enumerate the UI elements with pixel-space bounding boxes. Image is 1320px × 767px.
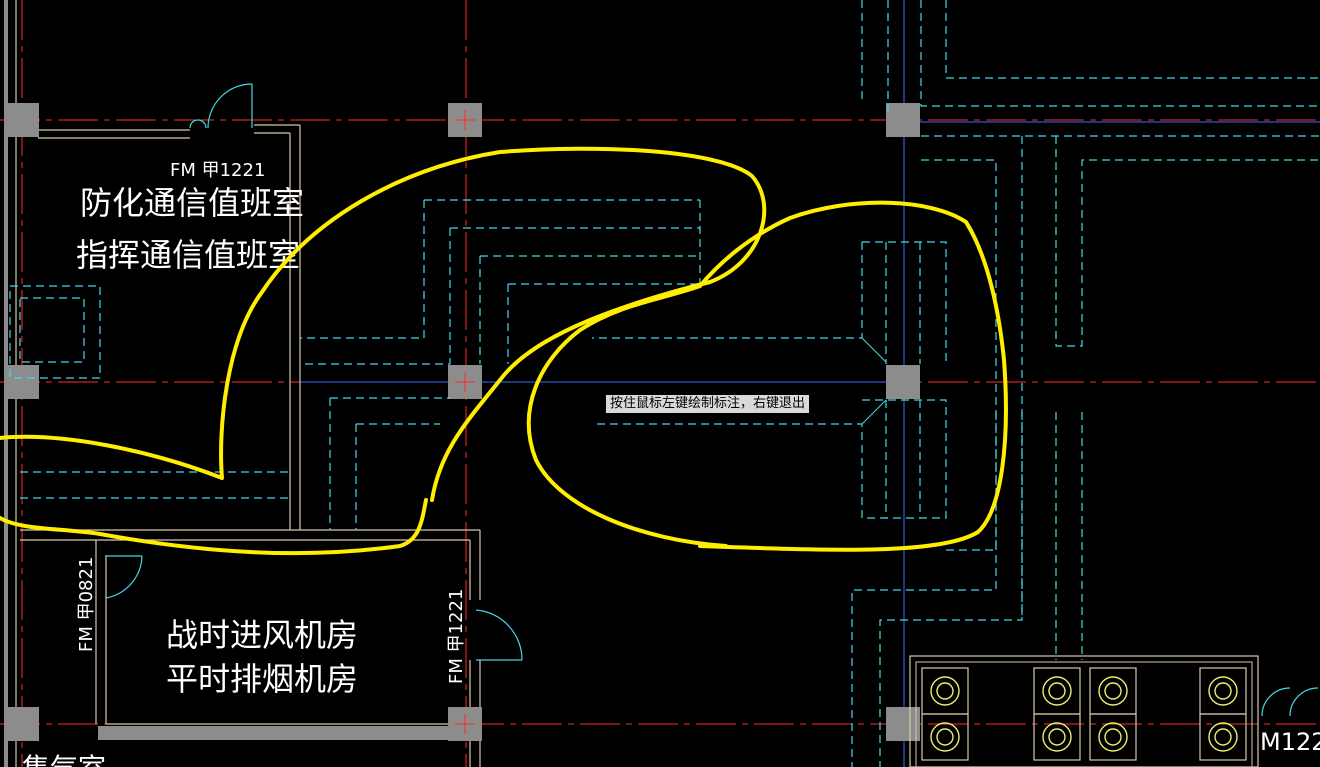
room1-label-line2: 指挥通信值班室 (76, 236, 300, 274)
room2-label-line2: 平时排烟机房 (166, 660, 358, 698)
room3-label-partial: 集气室 (22, 752, 106, 767)
markup-stroke-right[interactable] (526, 200, 1008, 552)
column-crosshairs (455, 110, 475, 734)
wall-fill-bottom (98, 726, 458, 740)
door-label-mid: FM 甲1221 (446, 589, 467, 684)
markup-stroke-left[interactable] (0, 146, 767, 556)
markup-annotations[interactable] (0, 146, 1008, 556)
diagonal-connectors (861, 337, 887, 425)
door-label-left: FM 甲0821 (76, 557, 97, 652)
door-swings (105, 83, 1319, 717)
room2-label-line1: 战时进风机房 (166, 616, 358, 654)
command-tooltip: 按住鼠标左键绘制标注，右键退出 (606, 395, 810, 413)
door-label-top: FM 甲1221 (170, 160, 265, 181)
dashed-ducts (9, 0, 1320, 767)
room1-label-line1: 防化通信值班室 (80, 184, 304, 222)
equipment-grid (909, 655, 1259, 767)
door-label-right: M1221 (1260, 728, 1320, 756)
